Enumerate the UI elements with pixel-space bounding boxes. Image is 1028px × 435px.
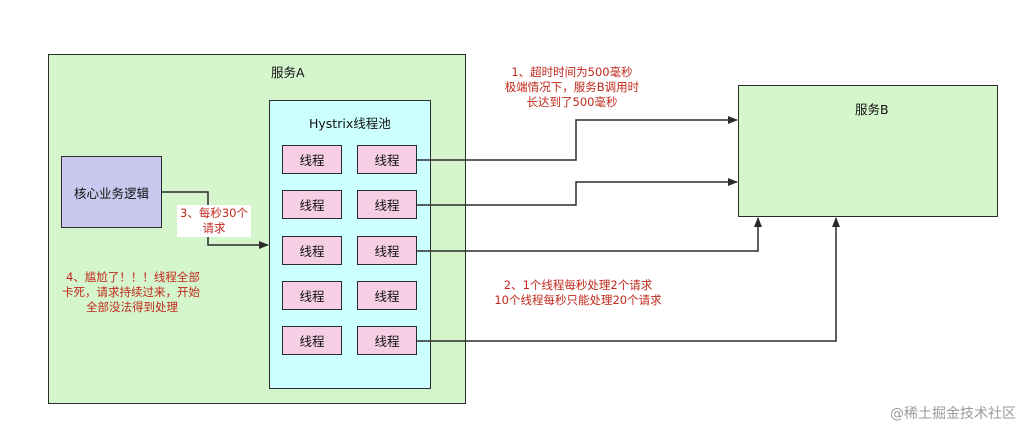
note-stuck: 4、尴尬了！！！线程全部 卡死，请求持续过来，开始 全部没法得到处理 — [62, 270, 200, 315]
note-requests-line: 请求 — [202, 221, 226, 235]
watermark: @稀土掘金技术社区 — [890, 406, 1016, 422]
note-stuck-line: 卡死，请求持续过来，开始 — [62, 285, 200, 299]
note-stuck-line: 全部没法得到处理 — [86, 300, 178, 314]
arrow-thread-2-to-service-b — [417, 178, 738, 206]
thread-box: 线程 — [282, 326, 342, 355]
thread-box: 线程 — [357, 236, 417, 265]
service-b-title: 服务B — [855, 102, 889, 117]
service-a-title: 服务A — [271, 65, 305, 80]
thread-box: 线程 — [357, 145, 417, 174]
note-timeout: 1、超时时间为500毫秒 极端情况下，服务B调用时 长达到了500毫秒 — [487, 65, 657, 110]
arrow-thread-5-to-service-b — [417, 217, 840, 342]
thread-box: 线程 — [282, 190, 342, 219]
thread-box: 线程 — [282, 281, 342, 310]
note-throughput: 2、1个线程每秒处理2个请求 10个线程每秒只能处理20个请求 — [478, 278, 678, 308]
thread-box: 线程 — [282, 145, 342, 174]
arrow-thread-1-to-service-b — [417, 116, 738, 161]
thread-box: 线程 — [357, 281, 417, 310]
note-requests: 3、每秒30个 请求 — [177, 205, 251, 237]
core-business-logic: 核心业务逻辑 — [61, 156, 162, 228]
thread-box: 线程 — [282, 236, 342, 265]
note-throughput-line: 2、1个线程每秒处理2个请求 — [503, 278, 653, 292]
note-timeout-line: 极端情况下，服务B调用时 — [504, 80, 640, 94]
note-timeout-line: 1、超时时间为500毫秒 — [511, 65, 633, 79]
note-stuck-line: 4、尴尬了！！！线程全部 — [66, 270, 200, 284]
thread-box: 线程 — [357, 326, 417, 355]
pool-title: Hystrix线程池 — [309, 116, 391, 131]
thread-box: 线程 — [357, 190, 417, 219]
arrow-thread-3-to-service-b — [417, 217, 762, 252]
note-requests-line: 3、每秒30个 — [180, 206, 248, 220]
note-throughput-line: 10个线程每秒只能处理20个请求 — [494, 293, 662, 307]
note-timeout-line: 长达到了500毫秒 — [526, 95, 618, 109]
service-b-box — [738, 85, 998, 217]
